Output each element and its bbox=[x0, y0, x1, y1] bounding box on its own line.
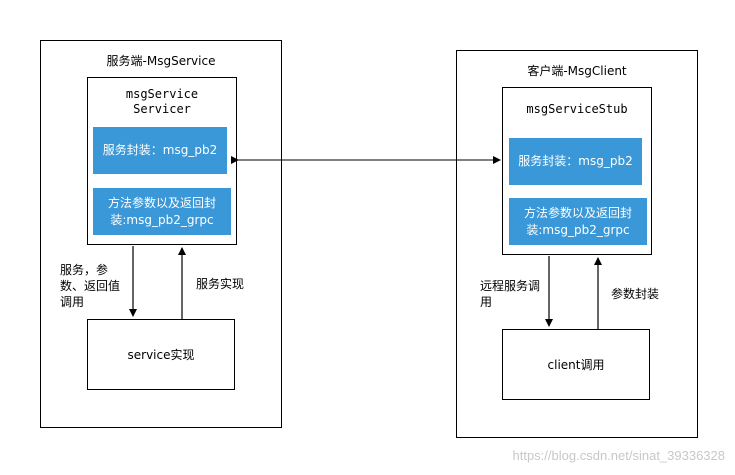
stub-grpc-label-line2: 装:msg_pb2_grpc bbox=[526, 222, 630, 237]
stub-title: msgServiceStub bbox=[526, 102, 628, 116]
server-call-label: 服务，参 数、返回值 调用 bbox=[60, 262, 132, 310]
server-call-label-line3: 调用 bbox=[60, 295, 85, 309]
server-title: 服务端-MsgService bbox=[106, 54, 216, 68]
servicer-pb2-block: 服务封装：msg_pb2 bbox=[93, 127, 227, 174]
client-remote-call-label-line1: 远程服务调 bbox=[480, 279, 541, 293]
servicer-title-line2: Servicer bbox=[133, 102, 191, 116]
server-call-label-line1: 服务，参 bbox=[60, 263, 109, 277]
stub-grpc-label-line1: 方法参数以及返回封 bbox=[523, 205, 632, 220]
client-title: 客户端-MsgClient bbox=[527, 64, 627, 78]
server-impl-arrow-label: 服务实现 bbox=[196, 277, 245, 291]
service-impl-box: service实现 bbox=[87, 319, 235, 390]
servicer-grpc-label-line1: 方法参数以及返回封 bbox=[107, 195, 216, 210]
servicer-pb2-label: 服务封装：msg_pb2 bbox=[102, 143, 218, 157]
server-call-label-line2: 数、返回值 bbox=[60, 279, 121, 293]
stub-pb2-block: 服务封装：msg_pb2 bbox=[509, 138, 642, 185]
client-remote-call-label: 远程服务调 用 bbox=[480, 278, 550, 310]
stub-pb2-label: 服务封装：msg_pb2 bbox=[518, 154, 633, 168]
client-param-wrap-label: 参数封装 bbox=[611, 287, 660, 301]
client-call-label: client调用 bbox=[547, 358, 605, 372]
servicer-title-line1: msgService bbox=[125, 87, 199, 101]
service-impl-label: service实现 bbox=[127, 348, 195, 362]
client-call-box: client调用 bbox=[502, 329, 650, 400]
servicer-grpc-block: 方法参数以及返回封 装:msg_pb2_grpc bbox=[93, 188, 231, 235]
watermark: https://blog.csdn.net/sinat_39336328 bbox=[512, 448, 726, 463]
client-remote-call-label-line2: 用 bbox=[480, 295, 493, 309]
stub-grpc-block: 方法参数以及返回封 装:msg_pb2_grpc bbox=[509, 198, 647, 245]
servicer-grpc-label-line2: 装:msg_pb2_grpc bbox=[110, 212, 214, 227]
